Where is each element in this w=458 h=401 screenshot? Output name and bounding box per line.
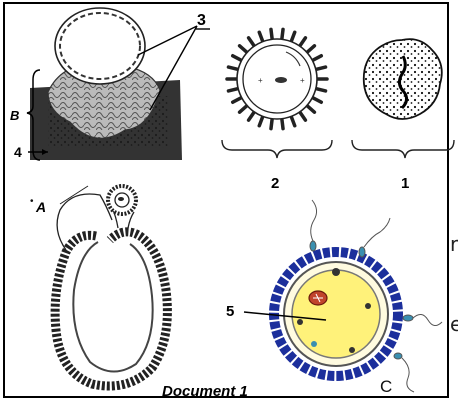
svg-text:+: + xyxy=(258,76,263,85)
svg-text:+: + xyxy=(300,76,305,85)
label-3: 3 xyxy=(197,12,206,29)
corona-cell xyxy=(307,46,314,53)
corona-cell xyxy=(282,29,283,39)
corona-cell xyxy=(300,112,306,120)
sperm-head-4 xyxy=(394,353,402,359)
corona-cell xyxy=(271,29,272,39)
follicle-drawing xyxy=(55,186,167,386)
label-c: C xyxy=(380,377,392,396)
label-5: 5 xyxy=(226,303,234,320)
bracket-2 xyxy=(222,140,332,158)
label-1: 1 xyxy=(401,175,409,192)
corona-cell xyxy=(249,112,255,120)
corona-cell xyxy=(312,98,321,103)
document-caption: Document 1 xyxy=(162,383,248,400)
sperm-head-2 xyxy=(359,247,365,257)
corona-cell xyxy=(316,67,326,69)
fertilized-ovum xyxy=(244,200,442,392)
oocyte-with-corona: + + xyxy=(227,29,327,128)
corona-cell xyxy=(259,32,263,41)
cytoplasm xyxy=(292,270,380,358)
sperm-head-1 xyxy=(310,241,316,251)
corona-cell xyxy=(316,89,326,91)
label-b: B xyxy=(10,108,19,123)
dotted-cell xyxy=(364,39,442,119)
corona-cell xyxy=(300,38,306,46)
corona-cell xyxy=(228,89,238,91)
follicle-inner xyxy=(73,242,152,372)
corona-cell xyxy=(249,38,255,46)
corona-cell xyxy=(233,98,242,103)
corona-cell xyxy=(271,119,272,129)
bracket-1 xyxy=(352,140,454,158)
corona-cell xyxy=(291,116,295,125)
sperm-head-3 xyxy=(403,315,413,321)
svg-text:•: • xyxy=(30,196,34,207)
corona-cell xyxy=(307,106,314,113)
corona-cell xyxy=(233,56,242,61)
oocyte-nucleus xyxy=(275,77,287,83)
corona-cell xyxy=(259,116,263,125)
corona-cell xyxy=(240,106,247,113)
corona-cell xyxy=(282,119,283,129)
label-2: 2 xyxy=(271,175,279,192)
corona-cell xyxy=(240,46,247,53)
corona-cell xyxy=(312,56,321,61)
follicle-wall xyxy=(55,232,167,386)
implantation-drawing xyxy=(27,8,197,160)
amniotic-sac xyxy=(55,8,145,84)
corona-cell xyxy=(228,67,238,69)
corona-cell xyxy=(291,32,295,41)
label-4: 4 xyxy=(14,144,22,160)
label-a: A xyxy=(35,199,46,215)
